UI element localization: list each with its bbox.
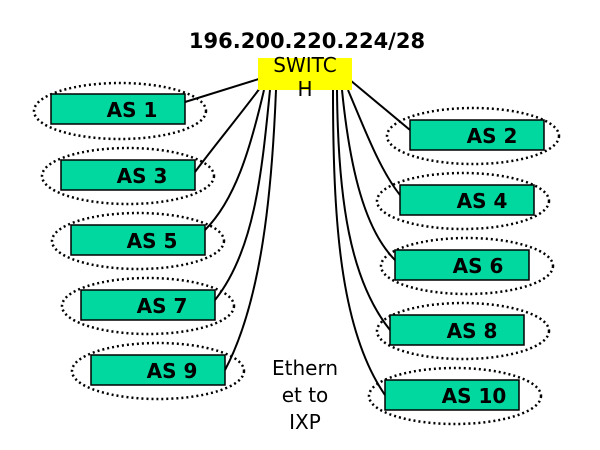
link-as2: [349, 79, 411, 131]
as-ellipse: [50, 211, 226, 271]
as-ellipse: [70, 341, 246, 401]
as-node: AS 3: [40, 146, 216, 206]
as-ellipse: [367, 366, 543, 426]
as-label: AS 3: [117, 164, 168, 188]
note-line3: IXP: [289, 410, 321, 434]
as-node: AS 10: [367, 366, 543, 426]
as-ellipse: [379, 236, 555, 296]
as-node: AS 9: [70, 341, 246, 401]
as-label: AS 1: [107, 98, 158, 122]
as-ellipse: [375, 301, 551, 361]
link-as1: [184, 77, 263, 103]
links: [184, 77, 411, 396]
switch: SWITC H: [258, 53, 352, 101]
as-ellipse: [375, 171, 551, 231]
as-box: [60, 159, 196, 191]
link-as8: [336, 89, 391, 331]
switch-box: [258, 58, 352, 90]
as-label: AS 7: [137, 294, 188, 318]
as-box: [389, 314, 525, 346]
link-as6: [341, 89, 396, 261]
as-ellipse: [385, 106, 561, 166]
as-node: AS 7: [60, 276, 236, 336]
as-label: AS 5: [127, 229, 178, 253]
as-node: AS 5: [50, 211, 226, 271]
as-node: AS 1: [32, 81, 208, 141]
note-line1: Ethern: [272, 356, 338, 380]
as-ellipse: [60, 276, 236, 336]
as-node: AS 6: [379, 236, 555, 296]
as-label: AS 4: [457, 189, 508, 213]
switch-label-line1: SWITC: [273, 53, 336, 77]
as-label: AS 2: [467, 124, 518, 148]
link-as10: [332, 89, 386, 396]
as-label: AS 9: [147, 359, 198, 383]
as-node: AS 2: [385, 106, 561, 166]
as-ellipse: [40, 146, 216, 206]
as-box: [394, 249, 530, 281]
as-box: [409, 119, 545, 151]
as-label: AS 6: [453, 254, 504, 278]
as-box: [80, 289, 216, 321]
as-node: AS 8: [375, 301, 551, 361]
as-box: [70, 224, 206, 256]
note-line2: et to: [282, 383, 329, 407]
link-as9: [224, 89, 277, 371]
link-as4: [347, 89, 401, 196]
subnet-title: 196.200.220.224/28: [189, 29, 425, 53]
link-as7: [214, 89, 271, 301]
ethernet-note: Ethern et to IXP: [272, 356, 338, 434]
as-node: AS 4: [375, 171, 551, 231]
as-box: [384, 379, 520, 411]
as-ellipse: [32, 81, 208, 141]
as-box: [90, 354, 226, 386]
as-label: AS 8: [447, 319, 498, 343]
link-as5: [204, 89, 265, 231]
as-box: [50, 93, 186, 125]
as-label: AS 10: [442, 384, 507, 408]
switch-label-line2: H: [297, 77, 312, 101]
link-as3: [194, 87, 261, 173]
as-box: [399, 184, 535, 216]
